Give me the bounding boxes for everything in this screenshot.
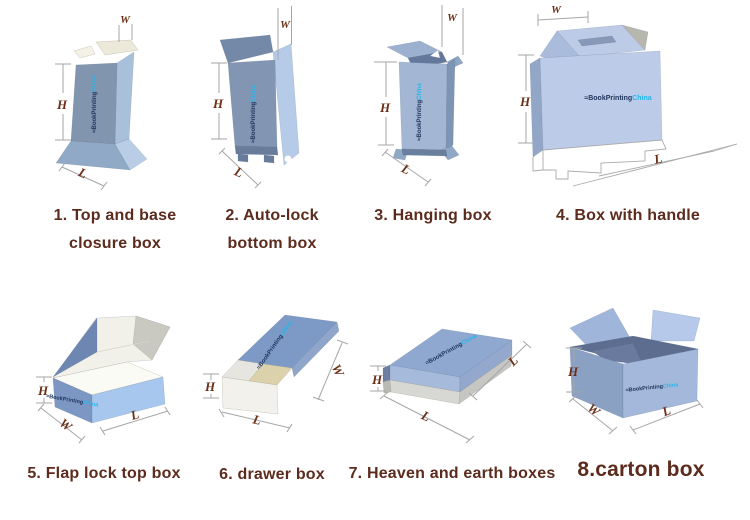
- box-3-caption: 3. Hanging box: [353, 202, 513, 230]
- dim-label-h: H: [371, 372, 383, 387]
- dim-label-l-bottom: L: [418, 407, 433, 424]
- caption-line: 6. drawer box: [219, 466, 325, 483]
- dim-label-h: H: [204, 379, 216, 394]
- box-3-illustration: ≈BookPrintingChina W H L: [374, 5, 464, 187]
- box-4-illustration: ≈BookPrintingChina W H L: [518, 4, 738, 187]
- caption-line: bottom box: [227, 235, 317, 252]
- box-8-illustration: ≈BookPrintingChina H W L: [566, 307, 704, 435]
- dim-label-w: W: [551, 4, 562, 16]
- brand-logo: ≈BookPrintingChina: [46, 393, 100, 408]
- dim-label-l: L: [128, 406, 141, 423]
- dim-label-l: L: [652, 150, 664, 167]
- box-1-illustration: ≈BookPrintingChina W H L: [55, 14, 148, 191]
- dim-label-h: H: [567, 364, 579, 379]
- box-2-caption: 2. Auto-lock bottom box: [192, 202, 352, 258]
- brand-logo: ≈BookPrintingChina: [584, 95, 651, 102]
- dim-label-w: W: [447, 12, 458, 24]
- caption-line: 2. Auto-lock: [225, 207, 319, 224]
- caption-line: 4. Box with handle: [555, 207, 701, 224]
- dim-label-h: H: [519, 94, 531, 109]
- caption-line: 8.carton box: [577, 458, 705, 481]
- box-5-caption: 5. Flap lock top box: [14, 460, 194, 488]
- brand-logo: ≈BookPrintingChina: [92, 75, 98, 133]
- box-8-caption: 8.carton box: [556, 456, 726, 484]
- box-2-illustration: ≈BookPrintingChina W H L: [211, 6, 300, 189]
- dim-label-w: W: [280, 19, 291, 31]
- dim-label-w: W: [329, 362, 348, 380]
- dim-label-w: W: [120, 14, 131, 26]
- brand-logo: ≈BookPrintingChina: [417, 83, 423, 141]
- brand-logo: ≈BookPrintingChina: [251, 85, 257, 143]
- caption-line: 5. Flap lock top box: [27, 465, 181, 482]
- box-5-illustration: ≈BookPrintingChina H W L: [36, 315, 171, 444]
- box-6-caption: 6. drawer box: [192, 461, 352, 489]
- caption-line: 1. Top and base: [53, 207, 177, 224]
- box-7-caption: 7. Heaven and earth boxes: [347, 460, 557, 488]
- box-1-caption: 1. Top and base closure box: [25, 202, 205, 258]
- dim-label-h: H: [212, 96, 224, 111]
- caption-line: 7. Heaven and earth boxes: [348, 465, 556, 482]
- dim-label-l: L: [250, 411, 262, 428]
- brand-logo: ≈BookPrintingChina: [625, 382, 679, 394]
- caption-line: closure box: [68, 235, 161, 252]
- caption-line: 3. Hanging box: [374, 207, 492, 224]
- dim-label-h: H: [56, 97, 68, 112]
- dim-label-h: H: [379, 100, 391, 115]
- box-7-illustration: ≈BookPrintingChina H L L: [370, 328, 532, 444]
- dim-label-w: W: [57, 415, 76, 435]
- dim-label-h: H: [37, 383, 49, 398]
- box-6-illustration: ≈BookPrintingChina H L W: [203, 314, 349, 433]
- box-4-caption: 4. Box with handle: [538, 202, 718, 230]
